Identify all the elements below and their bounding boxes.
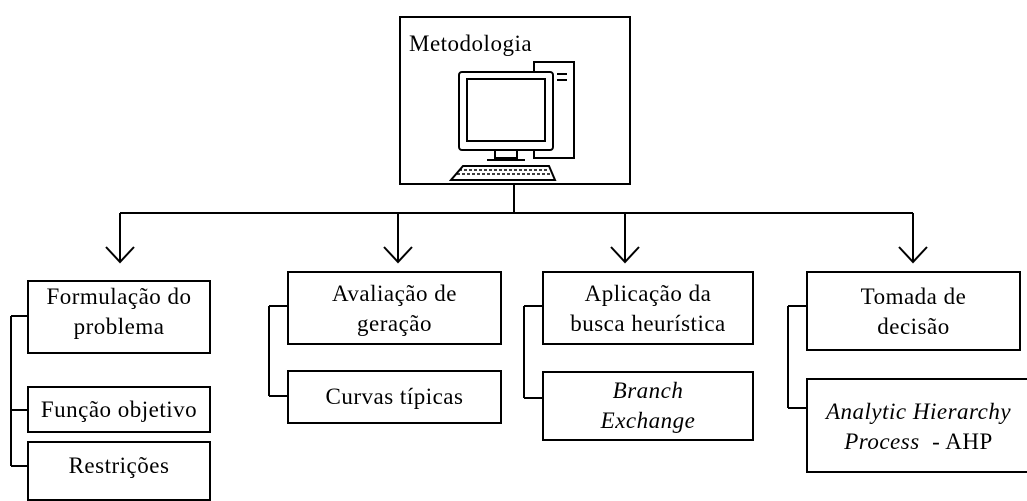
root-title: Metodologia xyxy=(409,31,533,56)
node-avaliacao-de-geracao: Avaliação de geração xyxy=(287,271,502,345)
root-node: Metodologia xyxy=(399,16,631,185)
node-curvas-tipicas: Curvas típicas xyxy=(287,370,502,424)
node-label-italic: Process xyxy=(844,429,920,454)
node-label-line: Exchange xyxy=(600,408,696,433)
node-label-line: Branch xyxy=(612,378,684,403)
node-label-line: Analytic Hierarchy xyxy=(825,399,1012,424)
desktop-computer-icon xyxy=(449,61,575,181)
connector-lines xyxy=(10,185,928,467)
node-label-line: Função objetivo xyxy=(40,397,198,422)
node-aplicacao-da-busca-heuristica: Aplicação da busca heurística xyxy=(542,271,754,345)
node-label-suffix: - AHP xyxy=(919,429,993,454)
node-branch-exchange: Branch Exchange xyxy=(542,371,754,441)
node-analytic-hierarchy-process: Analytic Hierarchy Process - AHP xyxy=(806,378,1027,473)
node-label-line: Avaliação de xyxy=(332,281,457,306)
node-funcao-objetivo: Função objetivo xyxy=(27,386,211,433)
arrowhead-3 xyxy=(610,246,640,264)
node-label-line: Formulação do xyxy=(46,284,192,309)
node-label-line: Curvas típicas xyxy=(325,384,464,409)
arrowhead-4 xyxy=(898,246,928,264)
node-label-line: Aplicação da xyxy=(584,281,712,306)
node-label-line: decisão xyxy=(877,314,950,339)
node-label-line: Tomada de xyxy=(860,284,967,309)
node-restricoes: Restrições xyxy=(27,441,211,501)
node-label-line: Process - AHP xyxy=(808,427,1027,457)
node-label-line: busca heurística xyxy=(570,311,726,336)
node-tomada-de-decisao: Tomada de decisão xyxy=(806,271,1021,351)
node-label-line: problema xyxy=(73,314,165,339)
node-label-line: Restrições xyxy=(68,453,170,478)
arrowhead-1 xyxy=(105,246,135,264)
arrowhead-2 xyxy=(383,246,413,264)
node-label-line: geração xyxy=(357,311,432,336)
node-formulacao-do-problema: Formulação do problema xyxy=(27,280,211,354)
